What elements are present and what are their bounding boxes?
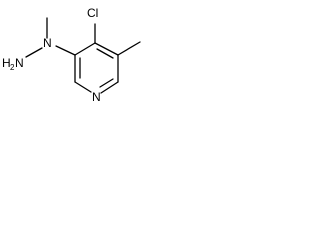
pyridine-nitrogen-label: N	[92, 90, 101, 104]
amino-group-label: H 2 N	[2, 56, 24, 72]
amino-nitrogen-label: N	[15, 56, 24, 70]
ring-bond-c5-c6	[100, 81, 119, 94]
ring-double-bond-c3-c4	[96, 48, 114, 59]
chlorine-label: Cl	[87, 6, 98, 20]
amino-hydrogen-label: H	[2, 56, 11, 70]
ring-bond-c3-c4	[94, 42, 119, 56]
hydrazine-nitrogen-label: N	[43, 36, 52, 50]
bond-n-nh2	[25, 47, 43, 58]
chemical-structure-diagram: Cl N N H 2 N	[2, 6, 141, 104]
amino-subscript-label: 2	[10, 63, 15, 72]
ring-double-bond-c5-c6	[99, 78, 114, 88]
ring-bond-c2-c3	[74, 42, 96, 56]
ring-bond-c6-n1	[74, 81, 92, 93]
bond-c4-methyl	[117, 41, 141, 56]
bond-c2-n-hydrazine	[55, 45, 76, 56]
